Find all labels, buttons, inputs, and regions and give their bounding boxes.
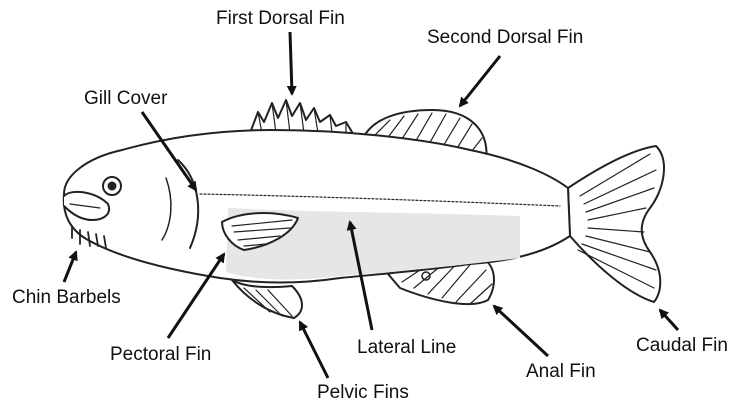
arrow-second-dorsal [460, 56, 500, 106]
arrow-anal-fin [494, 306, 548, 356]
label-second-dorsal-fin: Second Dorsal Fin [427, 28, 583, 47]
arrow-caudal-fin [660, 310, 678, 330]
label-anal-fin: Anal Fin [526, 362, 596, 381]
label-gill-cover: Gill Cover [84, 89, 167, 108]
caudal-fin [568, 146, 664, 302]
arrow-chin-barbels [64, 252, 76, 282]
label-first-dorsal-fin: First Dorsal Fin [216, 9, 345, 28]
arrow-pelvic-fins [300, 322, 328, 378]
arrow-first-dorsal [290, 32, 292, 94]
label-pelvic-fins: Pelvic Fins [317, 383, 409, 402]
label-caudal-fin: Caudal Fin [636, 336, 728, 355]
pelvic-fins [232, 280, 302, 318]
label-pectoral-fin: Pectoral Fin [110, 345, 211, 364]
label-chin-barbels: Chin Barbels [12, 288, 121, 307]
label-lateral-line: Lateral Line [357, 338, 456, 357]
first-dorsal-fin [250, 100, 352, 134]
